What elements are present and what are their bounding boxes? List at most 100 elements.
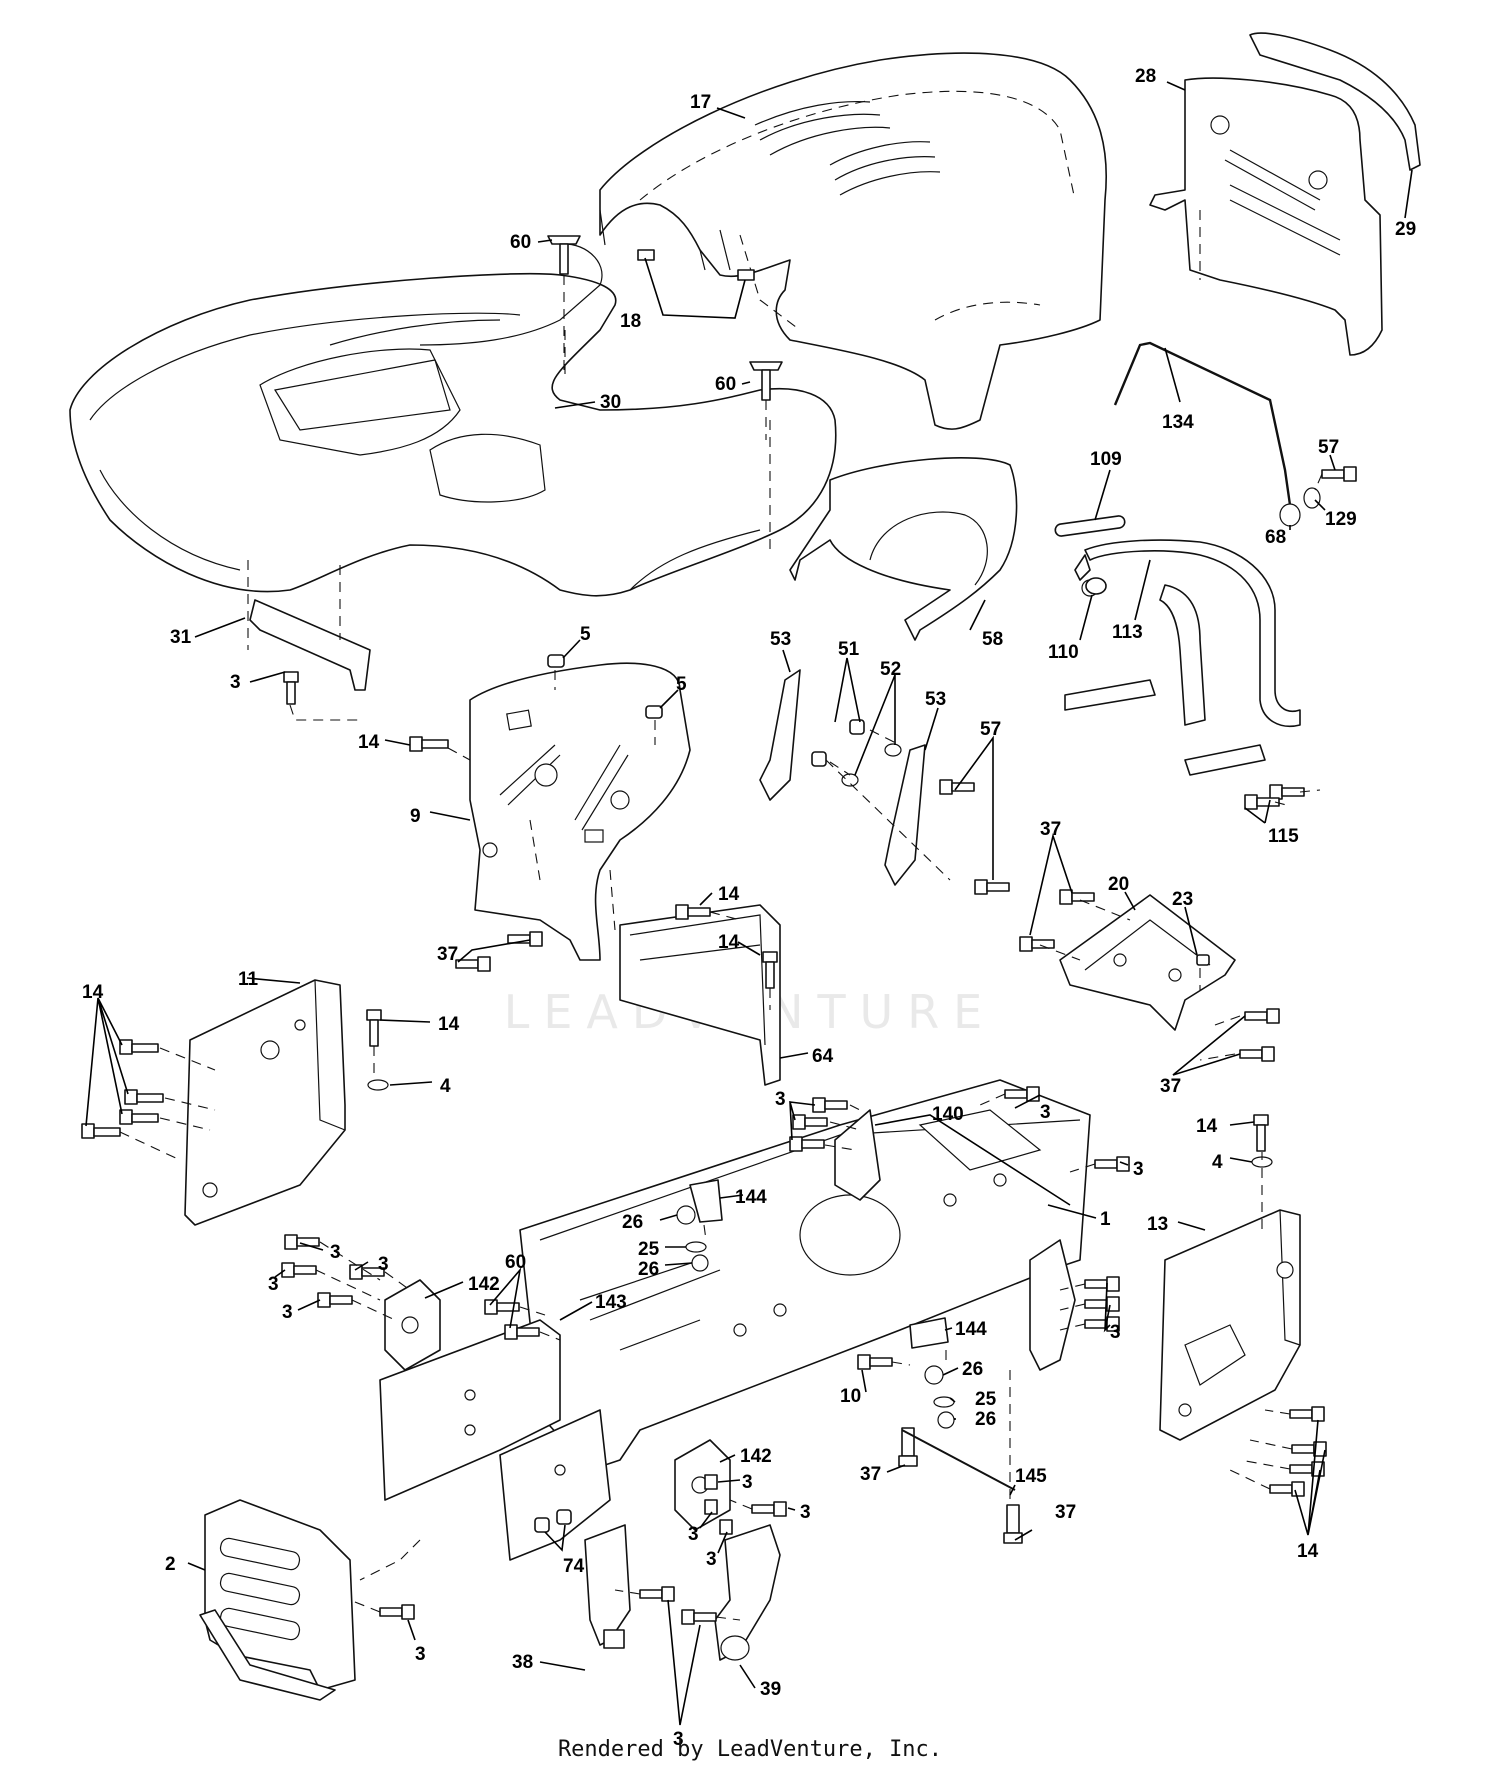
callout-26: 26 — [975, 1409, 996, 1430]
left-side-panel — [184, 979, 346, 1226]
main-frame — [519, 1079, 1091, 1471]
right-side-panel — [1159, 1209, 1301, 1441]
callout-2: 2 — [165, 1554, 176, 1575]
callout-51: 51 — [838, 639, 860, 660]
callout-57: 57 — [980, 719, 1001, 740]
leader-lines — [85, 81, 1413, 1726]
callout-3: 3 — [1133, 1159, 1144, 1180]
lift-handle — [1064, 539, 1301, 776]
callout-3: 3 — [688, 1524, 699, 1545]
hood — [599, 52, 1108, 430]
callout-29: 29 — [1395, 219, 1416, 240]
callout-17: 17 — [690, 92, 711, 113]
callout-23: 23 — [1172, 889, 1193, 910]
callout-14: 14 — [82, 982, 104, 1003]
callout-3: 3 — [230, 672, 241, 693]
callout-3: 3 — [1110, 1322, 1121, 1343]
callout-57: 57 — [1318, 437, 1339, 458]
callout-3: 3 — [268, 1274, 279, 1295]
callout-3: 3 — [706, 1549, 717, 1570]
callout-142: 142 — [740, 1446, 772, 1467]
lower-brackets — [584, 1524, 781, 1661]
callout-18: 18 — [620, 311, 641, 332]
callout-14: 14 — [1196, 1116, 1218, 1137]
callout-3: 3 — [282, 1302, 293, 1323]
callout-14: 14 — [718, 932, 740, 953]
callout-143: 143 — [595, 1292, 627, 1313]
callout-64: 64 — [812, 1046, 834, 1067]
callout-13: 13 — [1147, 1214, 1168, 1235]
callout-53: 53 — [925, 689, 946, 710]
callout-5: 5 — [676, 674, 687, 695]
front-grille — [1149, 32, 1421, 356]
callout-26: 26 — [962, 1359, 983, 1380]
lift-rod — [1113, 341, 1292, 506]
callout-14: 14 — [1297, 1541, 1319, 1562]
side-brackets — [759, 669, 926, 886]
callout-20: 20 — [1108, 874, 1129, 895]
callout-10: 10 — [840, 1386, 861, 1407]
callout-110: 110 — [1048, 642, 1079, 663]
callout-142: 142 — [468, 1274, 500, 1295]
callout-14: 14 — [438, 1014, 460, 1035]
callout-109: 109 — [1090, 449, 1122, 470]
callout-3: 3 — [673, 1729, 684, 1750]
callout-3: 3 — [378, 1254, 389, 1275]
callout-38: 38 — [512, 1652, 533, 1673]
callout-31: 31 — [170, 627, 192, 648]
callout-4: 4 — [1212, 1152, 1223, 1173]
callout-144: 144 — [955, 1319, 987, 1340]
callout-113: 113 — [1112, 622, 1143, 643]
rear-rails — [379, 1319, 611, 1561]
callout-30: 30 — [600, 392, 621, 413]
callout-68: 68 — [1265, 527, 1286, 548]
callout-37: 37 — [1160, 1076, 1181, 1097]
callout-4: 4 — [440, 1076, 451, 1097]
callout-58: 58 — [982, 629, 1003, 650]
callout-39: 39 — [760, 1679, 781, 1700]
right-front-bracket — [1029, 1239, 1076, 1371]
callout-26: 26 — [638, 1259, 659, 1280]
callouts: 17 28 29 60 18 60 30 134 57 129 68 109 1… — [82, 66, 1416, 1750]
callout-134: 134 — [1162, 412, 1194, 433]
assembly-lines — [119, 275, 1323, 1621]
callout-145: 145 — [1015, 1466, 1047, 1487]
fasteners — [81, 235, 1357, 1625]
callout-53: 53 — [770, 629, 791, 650]
callout-74: 74 — [563, 1556, 585, 1577]
callout-1: 1 — [1100, 1209, 1111, 1230]
callout-3: 3 — [1040, 1102, 1051, 1123]
callout-37: 37 — [860, 1464, 881, 1485]
callout-60: 60 — [715, 374, 736, 395]
callout-37: 37 — [437, 944, 458, 965]
callout-115: 115 — [1268, 826, 1299, 847]
callout-52: 52 — [880, 659, 901, 680]
dash-tower — [469, 662, 691, 961]
callout-129: 129 — [1325, 509, 1357, 530]
callout-26: 26 — [622, 1212, 643, 1233]
callout-3: 3 — [800, 1502, 811, 1523]
callout-3: 3 — [775, 1089, 786, 1110]
callout-140: 140 — [932, 1104, 964, 1125]
callout-28: 28 — [1135, 66, 1156, 87]
callout-37: 37 — [1040, 819, 1061, 840]
callout-60: 60 — [510, 232, 531, 253]
callout-5: 5 — [580, 624, 591, 645]
fender-deck — [69, 243, 837, 597]
fan-shroud — [789, 457, 1018, 641]
callout-3: 3 — [742, 1472, 753, 1493]
footer-credit: Rendered by LeadVenture, Inc. — [557, 1737, 943, 1762]
seat-bracket — [249, 599, 371, 691]
callout-37: 37 — [1055, 1502, 1076, 1523]
callout-14: 14 — [358, 732, 380, 753]
callout-25: 25 — [975, 1389, 997, 1410]
callout-60: 60 — [505, 1252, 526, 1273]
dash-support — [619, 904, 781, 1086]
front-bracket — [834, 1109, 881, 1201]
callout-14: 14 — [718, 884, 740, 905]
callout-11: 11 — [238, 969, 259, 990]
callout-25: 25 — [638, 1239, 660, 1260]
callout-3: 3 — [330, 1242, 341, 1263]
callout-144: 144 — [735, 1187, 767, 1208]
